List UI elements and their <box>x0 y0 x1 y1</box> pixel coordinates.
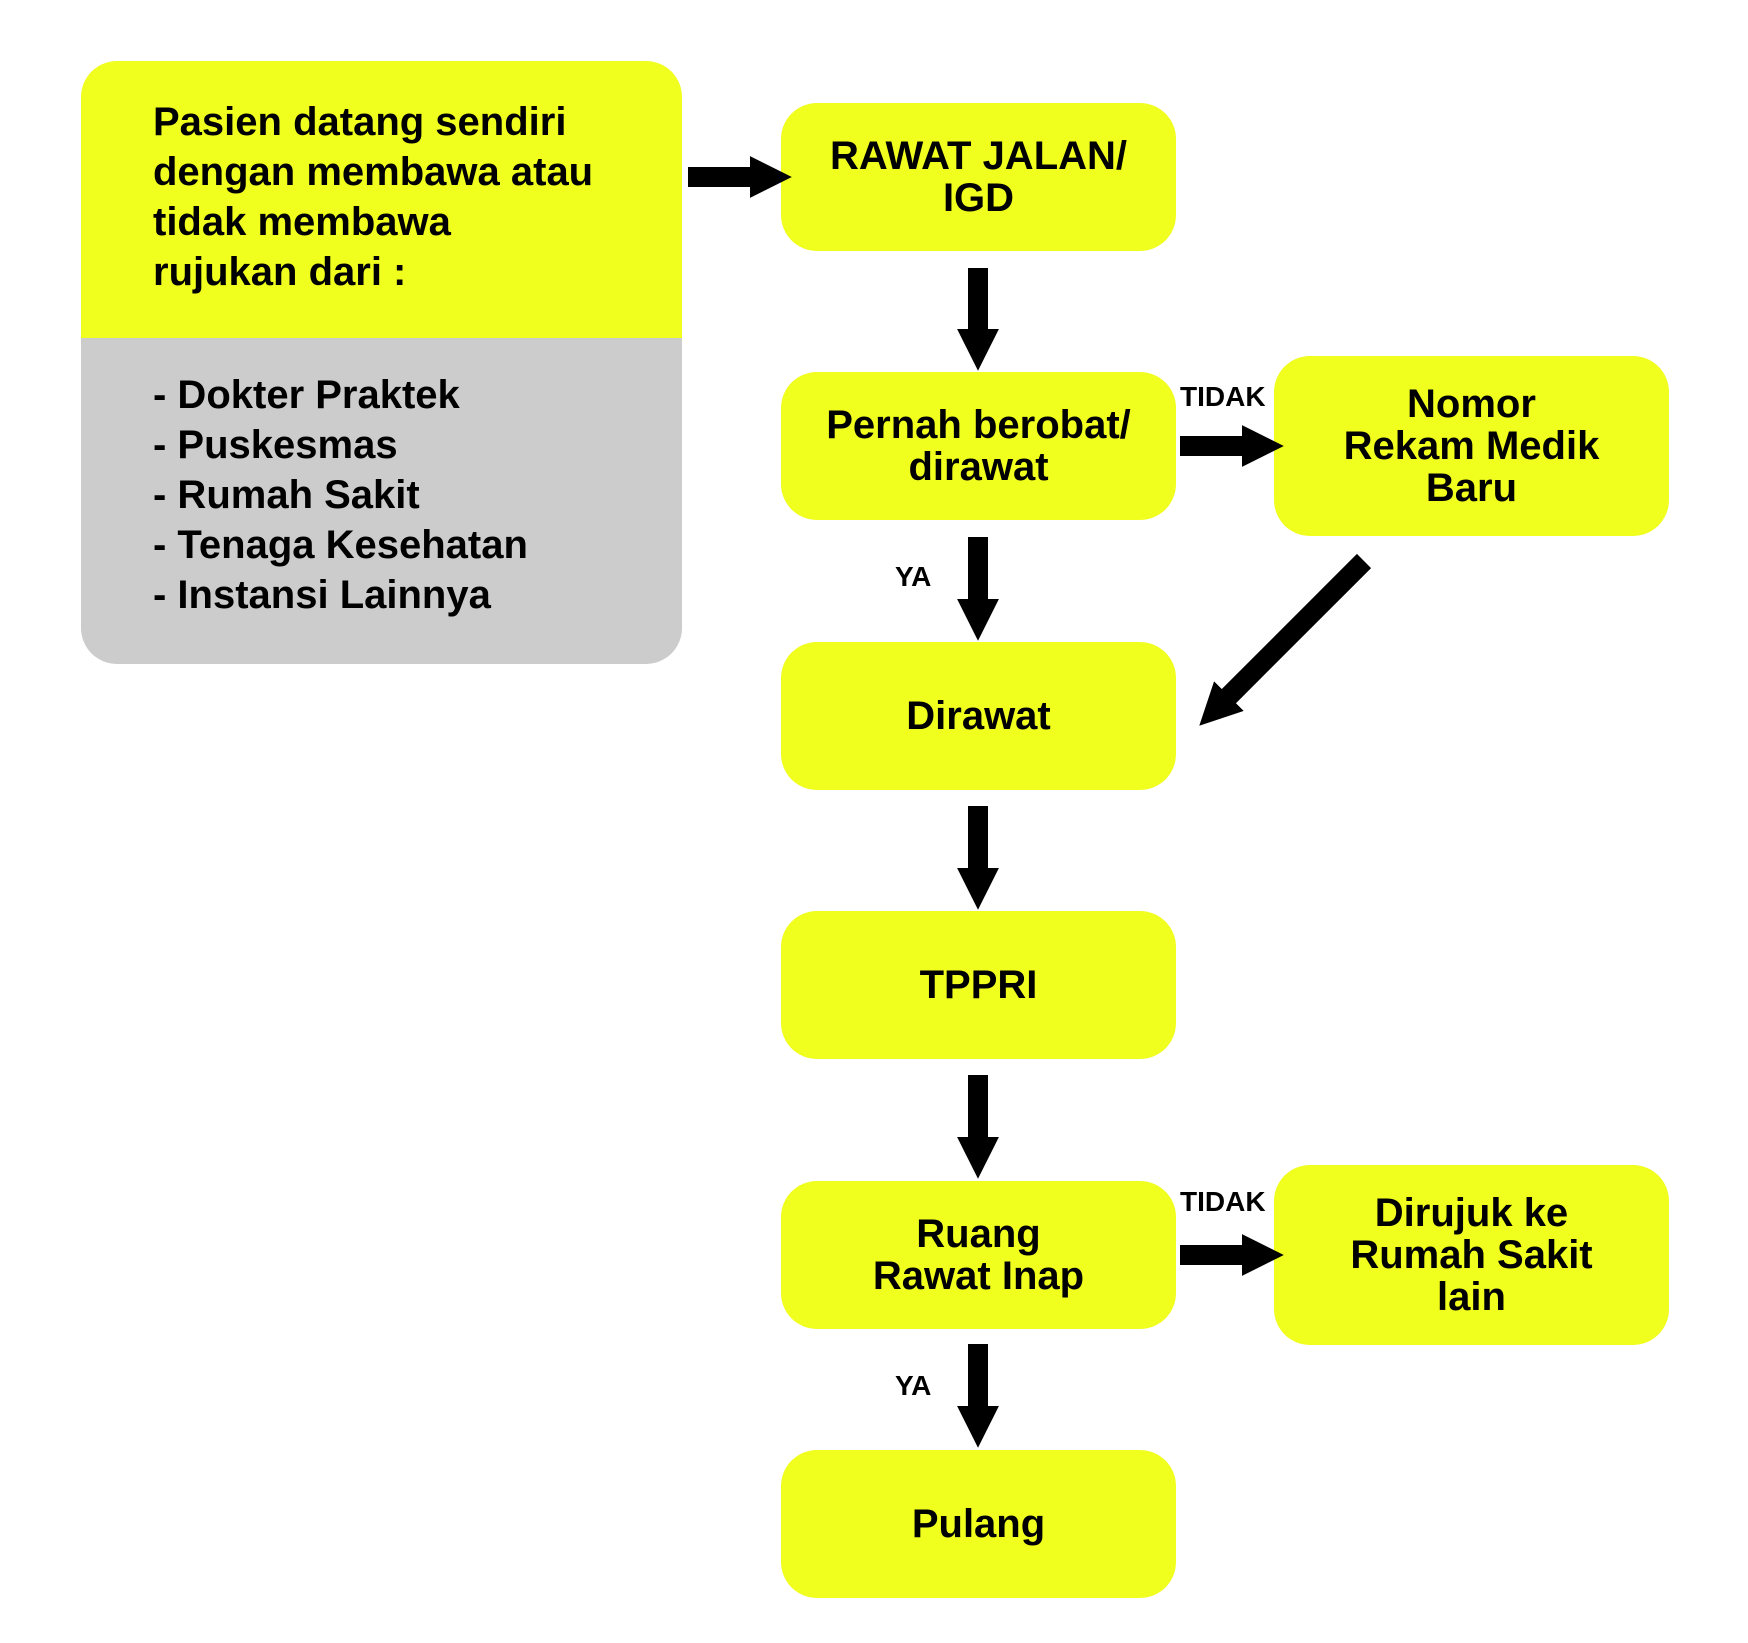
node-rawat-jalan-igd: RAWAT JALAN/ IGD <box>781 103 1176 251</box>
edge-label-tidak: TIDAK <box>1180 1186 1266 1217</box>
source-intro-box: Pasien datang sendiri dengan membawa ata… <box>81 61 682 338</box>
arrow-nomor-rm-to-dirawat <box>1199 553 1372 726</box>
node-tppri: TPPRI <box>781 911 1176 1059</box>
source-item: - Instansi Lainnya <box>153 573 491 617</box>
edge-label-ya: YA <box>895 1370 932 1401</box>
source-item: - Rumah Sakit <box>153 473 420 517</box>
node-dirujuk-rumah-sakit-lain: Dirujuk ke Rumah Sakit lain <box>1274 1165 1669 1345</box>
source-item: - Tenaga Kesehatan <box>153 523 528 567</box>
source-list-box: - Dokter Praktek - Puskesmas - Rumah Sak… <box>81 338 682 664</box>
source-item: - Puskesmas <box>153 423 398 467</box>
node-ruang-rawat-inap: Ruang Rawat Inap <box>781 1181 1176 1329</box>
node-pernah-berobat: Pernah berobat/ dirawat <box>781 372 1176 520</box>
node-pulang: Pulang <box>781 1450 1176 1598</box>
node-nomor-rekam-medik-baru: Nomor Rekam Medik Baru <box>1274 356 1669 536</box>
source-intro-text: Pasien datang sendiri dengan membawa ata… <box>153 100 594 294</box>
edge-label-ya: YA <box>895 561 932 592</box>
node-dirawat: Dirawat <box>781 642 1176 790</box>
edge-label-tidak: TIDAK <box>1180 381 1266 412</box>
source-item: - Dokter Praktek <box>153 373 460 417</box>
